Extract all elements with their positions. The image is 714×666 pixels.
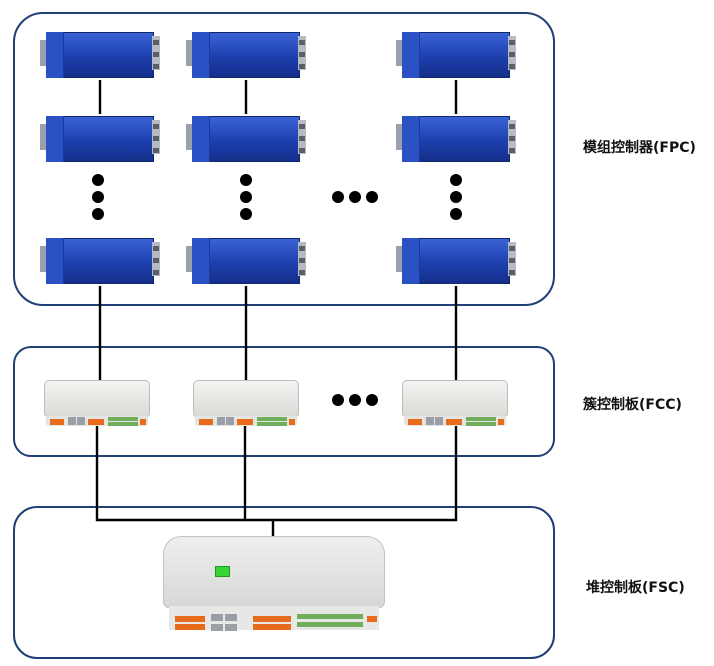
ellipsis-dot [332, 394, 344, 406]
fsc-label: 堆控制板(FSC) [586, 580, 685, 596]
battery-module-controller-icon [186, 30, 306, 80]
battery-module-controller-icon [396, 114, 516, 164]
ellipsis-dot [450, 174, 462, 186]
ellipsis-dot [92, 208, 104, 220]
wire-fcc1-to-fsc [95, 418, 273, 522]
cluster-control-board-icon [402, 380, 508, 428]
cluster-control-board-icon [193, 380, 299, 428]
ellipsis-dot [92, 174, 104, 186]
status-led-icon [215, 566, 230, 577]
wire-fcc3-to-fsc [273, 418, 458, 522]
ellipsis-dot [92, 191, 104, 203]
battery-module-controller-icon [396, 236, 516, 286]
cluster-control-board-icon [44, 380, 150, 428]
ellipsis-dot [240, 191, 252, 203]
ellipsis-dot [366, 394, 378, 406]
ellipsis-dot [450, 191, 462, 203]
fcc-label: 簇控制板(FCC) [583, 397, 682, 413]
battery-module-controller-icon [186, 114, 306, 164]
ellipsis-dot [450, 208, 462, 220]
ellipsis-dot [349, 394, 361, 406]
battery-module-controller-icon [396, 30, 516, 80]
ellipsis-dot [366, 191, 378, 203]
ellipsis-dot [240, 174, 252, 186]
ellipsis-dot [332, 191, 344, 203]
fpc-label: 模组控制器(FPC) [583, 140, 696, 156]
battery-module-controller-icon [186, 236, 306, 286]
battery-module-controller-icon [40, 114, 160, 164]
ellipsis-dot [349, 191, 361, 203]
battery-module-controller-icon [40, 236, 160, 286]
battery-module-controller-icon [40, 30, 160, 80]
ellipsis-dot [240, 208, 252, 220]
stack-control-board-icon [163, 536, 385, 632]
